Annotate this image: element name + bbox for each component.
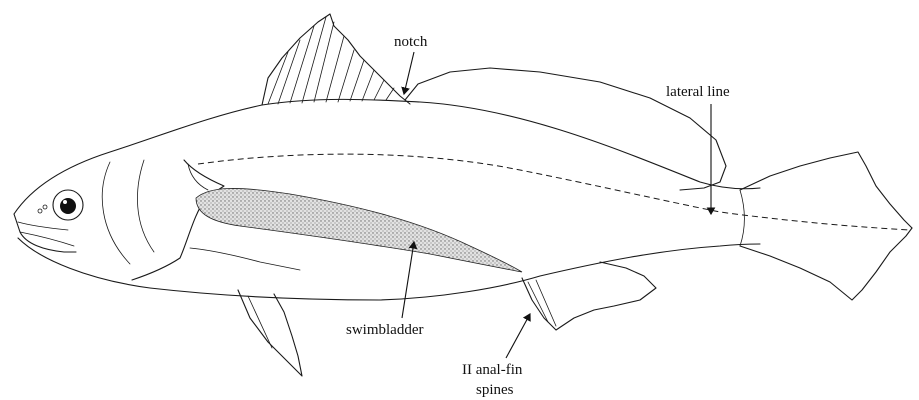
anal-fin-label-line1: II anal-fin [462, 362, 523, 378]
notch-callout: notch [394, 34, 428, 94]
swimbladder-label: swimbladder [346, 322, 423, 338]
notch-arrow [404, 52, 414, 94]
fish-body [14, 99, 760, 300]
anal-fin-spines-callout: II anal-fin spines [462, 314, 530, 398]
pelvic-fin [238, 290, 302, 376]
spiny-dorsal-fin [262, 14, 410, 105]
anal-fin-label-line2: spines [476, 382, 514, 398]
anal-fin [522, 262, 656, 330]
pupil [60, 198, 76, 214]
lateral-line-callout: lateral line [666, 84, 730, 214]
swimbladder-callout: swimbladder [346, 242, 423, 338]
lateral-line-label: lateral line [666, 84, 730, 100]
swimbladder-arrow [402, 242, 414, 318]
anal-fin-arrow [506, 314, 530, 358]
notch-label: notch [394, 34, 428, 50]
swimbladder-organ [196, 188, 522, 272]
caudal-fin [740, 152, 912, 300]
